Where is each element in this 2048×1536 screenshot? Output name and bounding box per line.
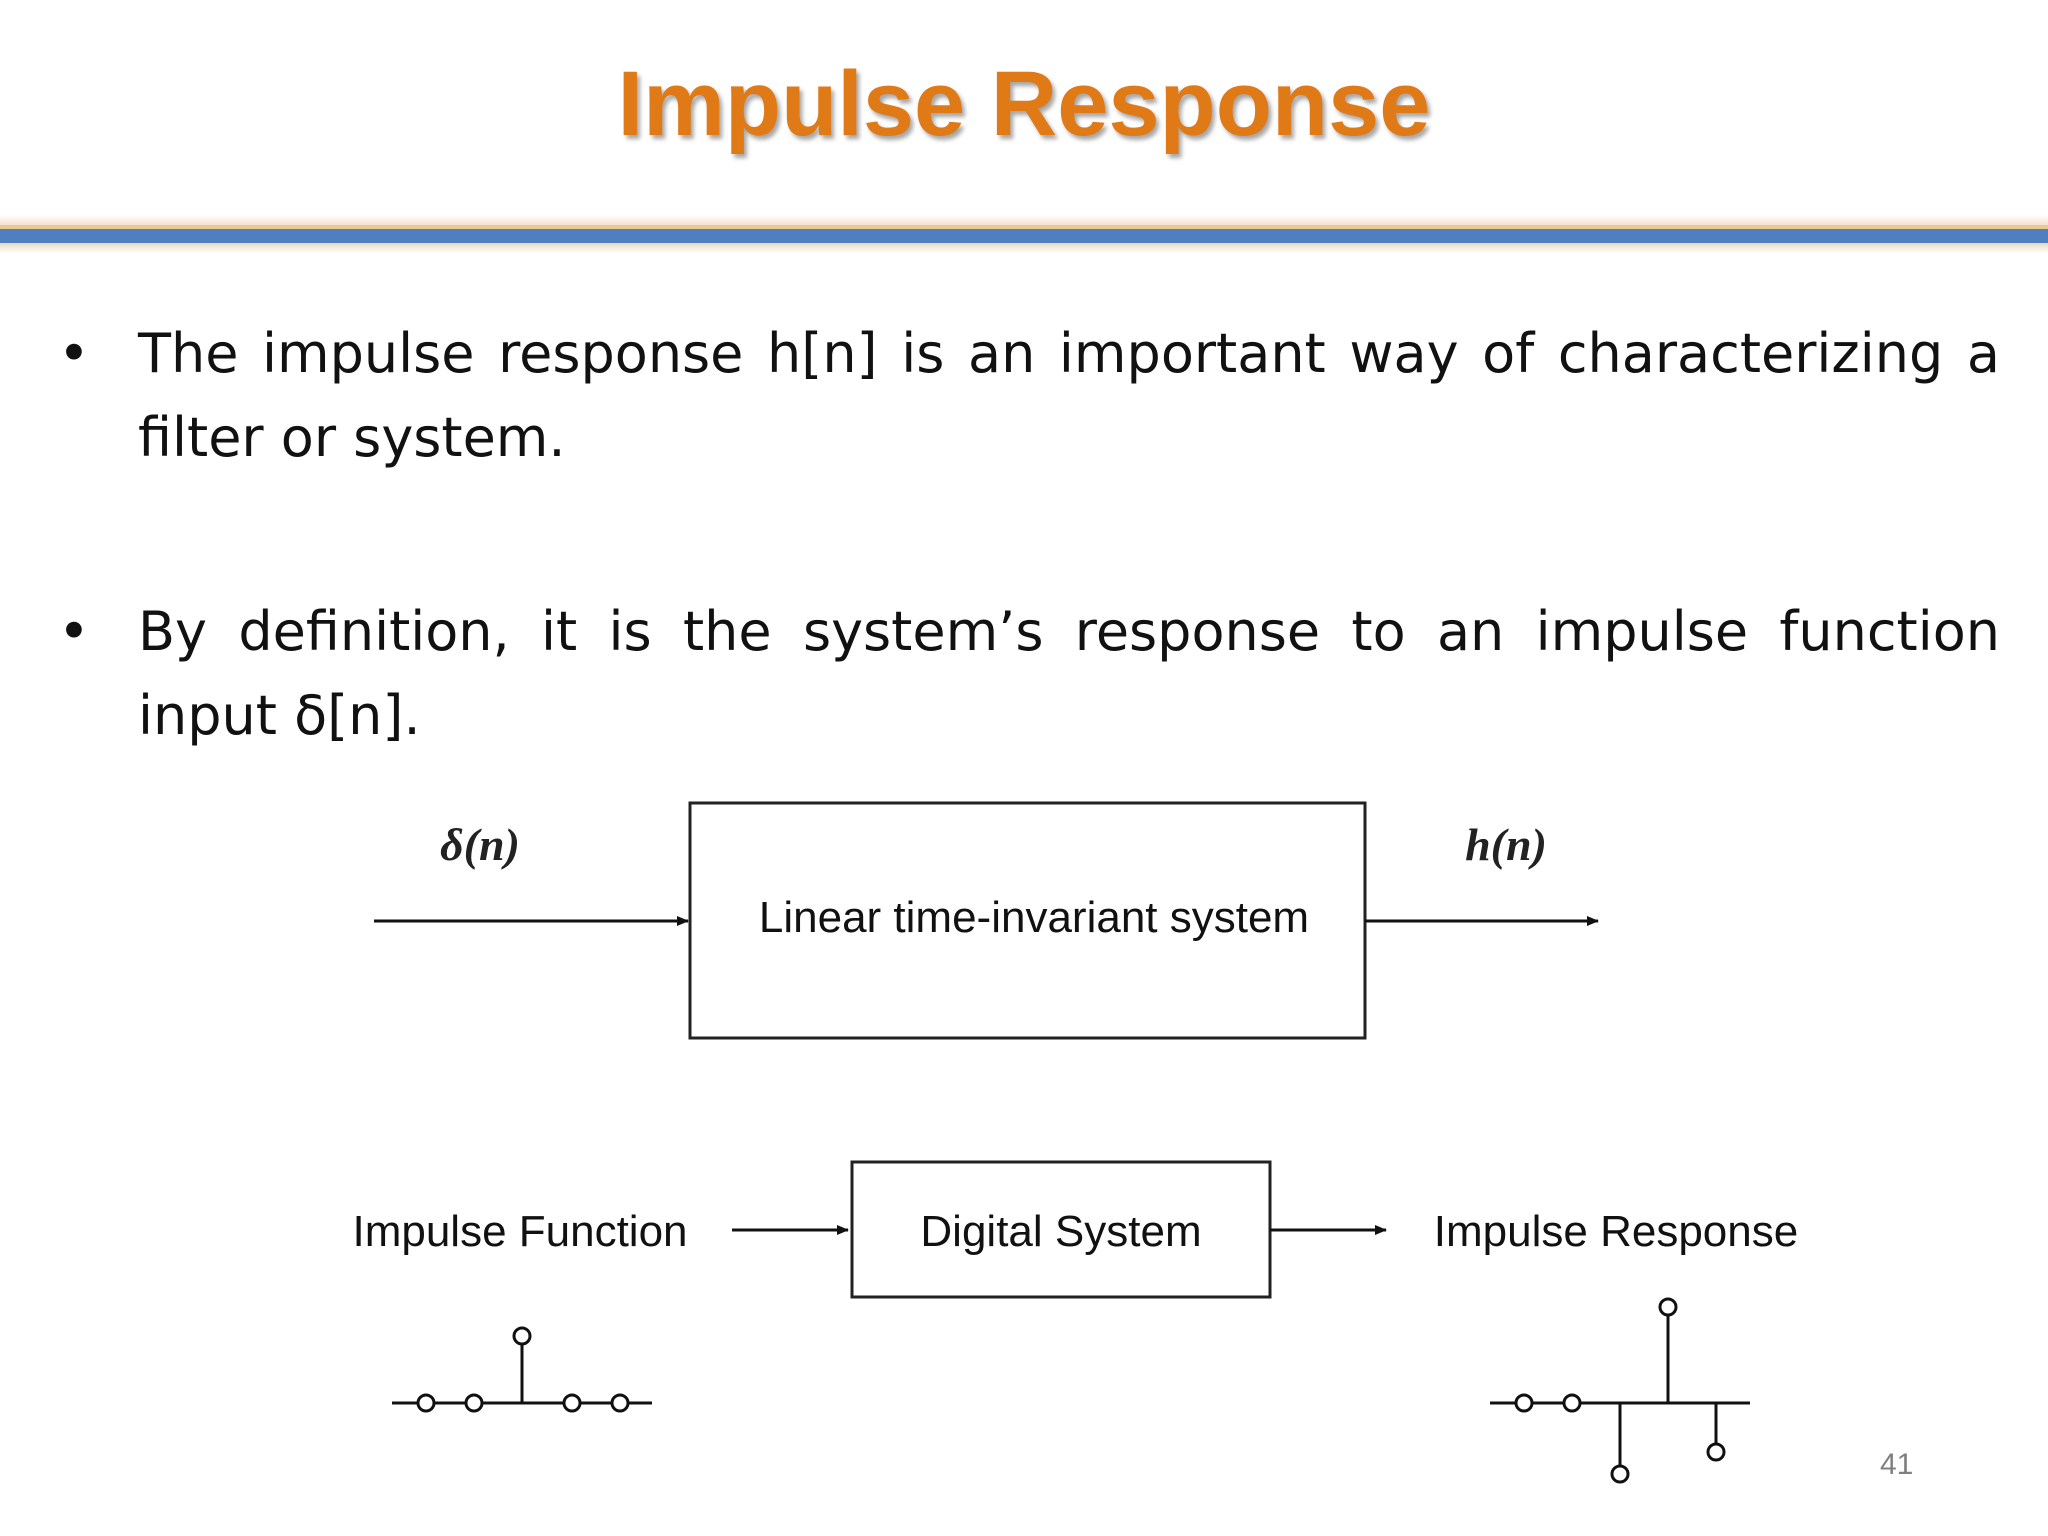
bullet-text-1: The impulse response h[n] is an importan… xyxy=(138,322,2000,469)
zero-sample-marker xyxy=(416,1393,436,1413)
impulse-function-label: Impulse Function xyxy=(352,1207,687,1256)
title-rule-shadow-bottom xyxy=(0,243,2048,253)
zero-sample-marker xyxy=(1562,1393,1582,1413)
zero-sample-marker xyxy=(610,1393,630,1413)
lti-system-label: Linear time-invariant system xyxy=(759,893,1309,942)
zero-sample-marker xyxy=(464,1393,484,1413)
digital-system-label: Digital System xyxy=(920,1207,1201,1256)
input-signal-label: δ(n) xyxy=(440,819,520,870)
bullet-marker-1: • xyxy=(58,322,90,385)
title-rule-blue xyxy=(0,229,2048,243)
zero-sample-marker xyxy=(1514,1393,1534,1413)
impulse-response-label: Impulse Response xyxy=(1434,1207,1798,1256)
bullet-text-2: By definition, it is the system’s respon… xyxy=(138,600,2000,747)
bullet-marker-2: • xyxy=(58,600,90,663)
impulse-function-stem-plot xyxy=(392,1326,652,1413)
impulse-response-stem-plot xyxy=(1490,1297,1750,1484)
slide-title: Impulse Response xyxy=(617,53,1431,155)
page-number: 41 xyxy=(1880,1448,1914,1481)
response-stem-marker xyxy=(1610,1464,1630,1484)
output-signal-label: h(n) xyxy=(1465,819,1547,870)
impulse-stem-marker xyxy=(512,1326,532,1346)
digital-system-box xyxy=(850,1160,1272,1299)
top-diagram: δ(n) Linear time-invariant system h(n) xyxy=(374,801,1599,1040)
title-rule-gold xyxy=(0,225,2048,229)
zero-sample-marker xyxy=(562,1393,582,1413)
bottom-diagram: Impulse Function Digital System Impulse … xyxy=(352,1160,1798,1299)
lti-system-box xyxy=(688,801,1367,1040)
response-stem-marker xyxy=(1658,1297,1678,1317)
title-rule-shadow-top xyxy=(0,215,2048,225)
response-stem-marker xyxy=(1706,1442,1726,1462)
